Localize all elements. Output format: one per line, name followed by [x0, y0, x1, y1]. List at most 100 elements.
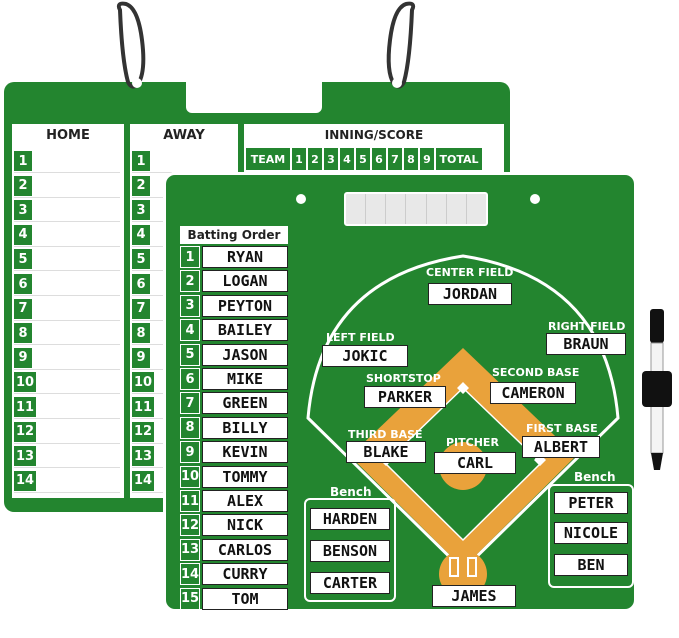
row-number: 5	[132, 249, 150, 270]
batting-name: NICK	[202, 514, 288, 537]
row-number: 1	[14, 151, 32, 171]
batting-number: 7	[180, 392, 200, 415]
batting-name: ALEX	[202, 490, 288, 512]
score-column-header: 8	[404, 148, 418, 170]
row-number: 6	[132, 274, 150, 294]
batting-number: 10	[180, 465, 200, 488]
away-row: 9	[132, 347, 172, 370]
first-base-name: ALBERT	[522, 436, 600, 458]
home-row: 4	[14, 224, 120, 247]
score-column-header: TEAM	[246, 148, 290, 170]
away-row: 7	[132, 298, 172, 321]
home-row: 11	[14, 396, 120, 419]
home-row: 14	[14, 470, 120, 493]
bench-left-name: CARTER	[310, 572, 390, 594]
row-number: 14	[132, 470, 154, 491]
score-column-header: 2	[308, 148, 322, 170]
catcher-name: JAMES	[432, 585, 516, 607]
batting-number: 12	[180, 514, 200, 537]
home-row: 3	[14, 199, 120, 223]
batting-number: 14	[180, 563, 200, 586]
away-row: 2	[132, 175, 172, 198]
away-row: 8	[132, 322, 172, 346]
away-row: 11	[132, 396, 172, 419]
row-number: 6	[14, 274, 32, 294]
batting-name: BILLY	[202, 416, 288, 439]
score-column-header: 7	[388, 148, 402, 170]
row-number: 12	[132, 421, 154, 442]
bench-left-label: Bench	[330, 485, 372, 499]
hanging-hole	[392, 78, 402, 88]
score-column-header: 3	[324, 148, 338, 170]
second-base-name: CAMERON	[490, 382, 576, 404]
carabiner-clip-right	[386, 1, 416, 89]
away-row: 12	[132, 421, 172, 444]
hanging-hole	[296, 194, 306, 204]
row-number: 4	[132, 224, 150, 245]
away-row: 5	[132, 248, 172, 272]
home-row: 1	[14, 150, 120, 173]
score-column-header: TOTAL	[436, 148, 482, 170]
first-base-label: FIRST BASE	[526, 422, 598, 435]
away-row: 13	[132, 445, 172, 469]
bench-left-name: BENSON	[310, 540, 390, 562]
left-field-name: JOKIC	[322, 345, 408, 367]
bench-left	[304, 498, 396, 602]
row-number: 7	[14, 298, 32, 319]
row-number: 11	[14, 397, 36, 417]
bench-left-name: HARDEN	[310, 508, 390, 530]
away-row: 6	[132, 273, 172, 296]
batting-name: TOM	[202, 587, 288, 610]
batting-name: JASON	[202, 343, 288, 366]
right-field-name: BRAUN	[546, 333, 626, 355]
bench-right-name: BEN	[554, 554, 628, 576]
row-number: 8	[132, 323, 150, 344]
away-row: 1	[132, 150, 172, 173]
hanging-hole	[530, 194, 540, 204]
left-field-label: LEFT FIELD	[326, 331, 395, 344]
row-number: 2	[14, 175, 32, 196]
row-number: 10	[14, 372, 36, 393]
score-column-header: 9	[420, 148, 434, 170]
home-header: HOME	[46, 128, 90, 143]
row-number: 9	[132, 347, 150, 368]
second-base-label: SECOND BASE	[492, 366, 580, 379]
home-row: 13	[14, 445, 120, 469]
row-number: 8	[14, 323, 32, 344]
batting-number: 11	[180, 490, 200, 512]
away-row: 3	[132, 199, 172, 223]
row-number: 3	[132, 200, 150, 221]
row-number: 13	[132, 446, 154, 467]
bench-right-label: Bench	[574, 470, 616, 484]
away-row: 14	[132, 470, 172, 493]
home-row: 10	[14, 371, 120, 395]
hanging-hole	[132, 78, 142, 88]
third-base-label: THIRD BASE	[348, 428, 423, 441]
row-number: 12	[14, 421, 36, 442]
row-number: 7	[132, 298, 150, 319]
score-column-header: 1	[292, 148, 306, 170]
batting-name: BAILEY	[202, 319, 288, 342]
batting-name: GREEN	[202, 392, 288, 415]
batting-name: TOMMY	[202, 465, 288, 488]
batting-name: KEVIN	[202, 441, 288, 464]
batting-name: LOGAN	[202, 270, 288, 293]
score-column-header: 4	[340, 148, 354, 170]
row-number: 13	[14, 446, 36, 467]
row-number: 9	[14, 347, 32, 368]
third-base-name: BLAKE	[346, 441, 426, 463]
row-number: 14	[14, 470, 36, 491]
shortstop-name: PARKER	[364, 386, 446, 408]
shortstop-label: SHORTSTOP	[366, 372, 441, 385]
